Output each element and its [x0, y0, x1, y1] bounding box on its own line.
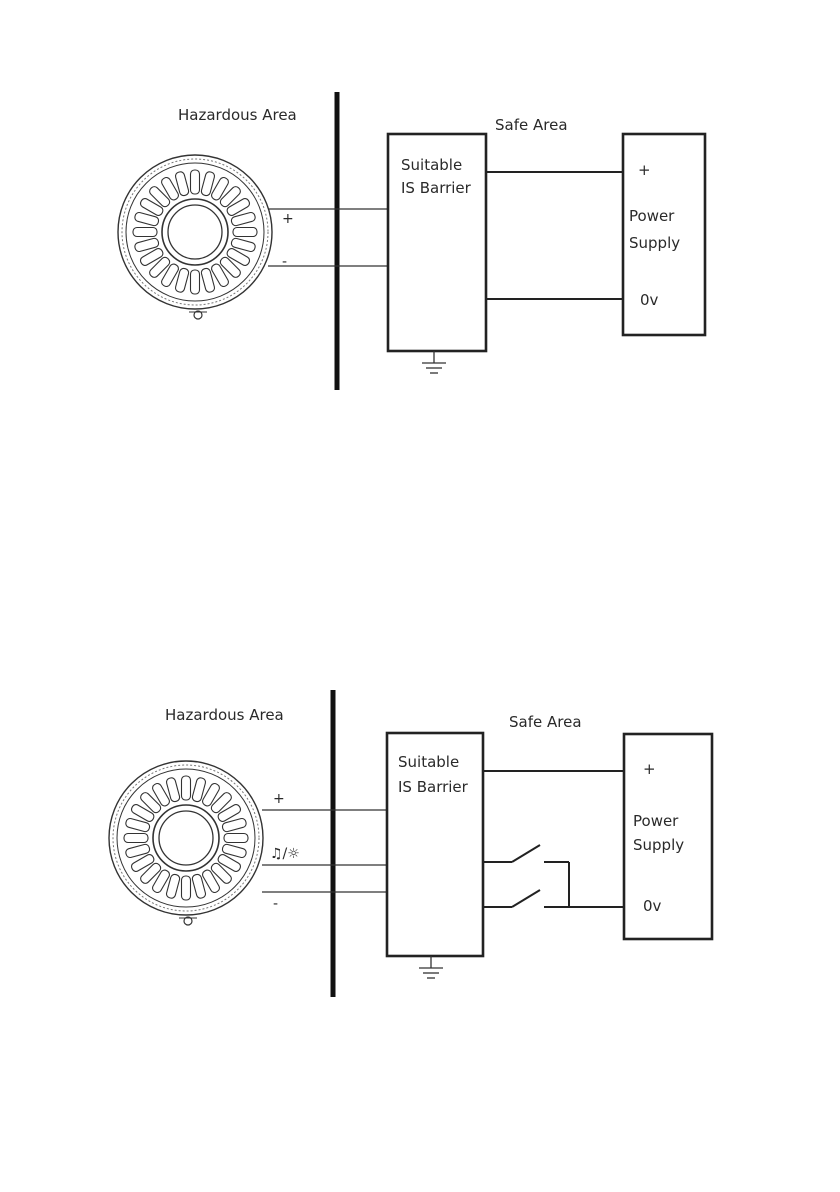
psu-label-line1: Power — [629, 207, 675, 225]
minus-terminal-label: - — [273, 896, 278, 912]
psu-plus-label: + — [643, 760, 656, 778]
wiring-diagram-1: Hazardous Area Safe Area + - Suitable IS… — [118, 92, 705, 390]
psu-plus-label: + — [638, 161, 651, 179]
minus-terminal-label: - — [282, 254, 287, 270]
sounder-device-icon — [118, 155, 272, 319]
wiring-diagram-2: Hazardous Area Safe Area + ♫/☼ - Suitabl… — [109, 690, 712, 997]
sounder-device-icon — [109, 761, 263, 925]
psu-0v-label: 0v — [640, 291, 659, 309]
barrier-label-line2: IS Barrier — [401, 179, 472, 197]
grille-slot — [233, 228, 257, 237]
grille-slot — [133, 228, 157, 237]
psu-label-line2: Supply — [633, 836, 684, 854]
grille-slot — [224, 834, 248, 843]
switch-1-icon — [483, 845, 569, 862]
plus-terminal-label: + — [282, 211, 294, 227]
hazardous-area-label: Hazardous Area — [165, 706, 284, 724]
ground-icon — [422, 351, 446, 373]
hazardous-area-label: Hazardous Area — [178, 106, 297, 124]
ground-icon — [419, 956, 443, 978]
psu-label-line2: Supply — [629, 234, 680, 252]
safe-area-label: Safe Area — [509, 713, 582, 731]
barrier-label-line2: IS Barrier — [398, 778, 469, 796]
safe-area-label: Safe Area — [495, 116, 568, 134]
switch-2-icon — [483, 890, 624, 907]
psu-label-line1: Power — [633, 812, 679, 830]
grille-slot — [191, 170, 200, 194]
grille-slot — [124, 834, 148, 843]
barrier-label-line1: Suitable — [401, 156, 462, 174]
grille-slot — [182, 876, 191, 900]
mode-terminal-label: ♫/☼ — [270, 846, 300, 862]
psu-0v-label: 0v — [643, 897, 662, 915]
barrier-label-line1: Suitable — [398, 753, 459, 771]
grille-slot — [191, 270, 200, 294]
plus-terminal-label: + — [273, 791, 285, 807]
grille-slot — [182, 776, 191, 800]
